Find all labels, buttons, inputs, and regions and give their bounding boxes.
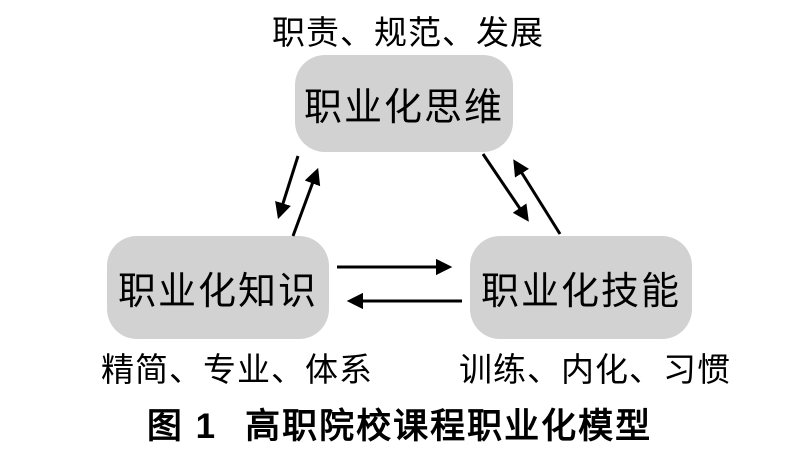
arrow-skills-to-thinking-icon [513,159,562,235]
figure-number: 图 1 [146,407,218,446]
node-professional-skills: 职业化技能 [470,236,692,339]
annotation-skills: 训练、内化、习惯 [459,353,731,389]
node-professional-thinking: 职业化思维 [295,55,513,152]
arrow-thinking-to-skills-icon [481,153,529,222]
annotation-thinking: 职责、规范、发展 [272,16,544,52]
arrow-knowledge-to-thinking-icon [291,167,321,237]
node-professional-thinking-label: 职业化思维 [303,87,504,129]
figure-caption: 图 1 高职院校课程职业化模型 [0,398,799,449]
arrow-thinking-to-knowledge-icon [275,155,300,220]
node-professional-knowledge: 职业化知识 [107,236,329,339]
node-professional-knowledge-label: 职业化知识 [117,271,318,313]
node-professional-skills-label: 职业化技能 [480,271,681,313]
annotation-knowledge: 精简、专业、体系 [101,353,373,389]
figure-title: 高职院校课程职业化模型 [245,407,653,446]
